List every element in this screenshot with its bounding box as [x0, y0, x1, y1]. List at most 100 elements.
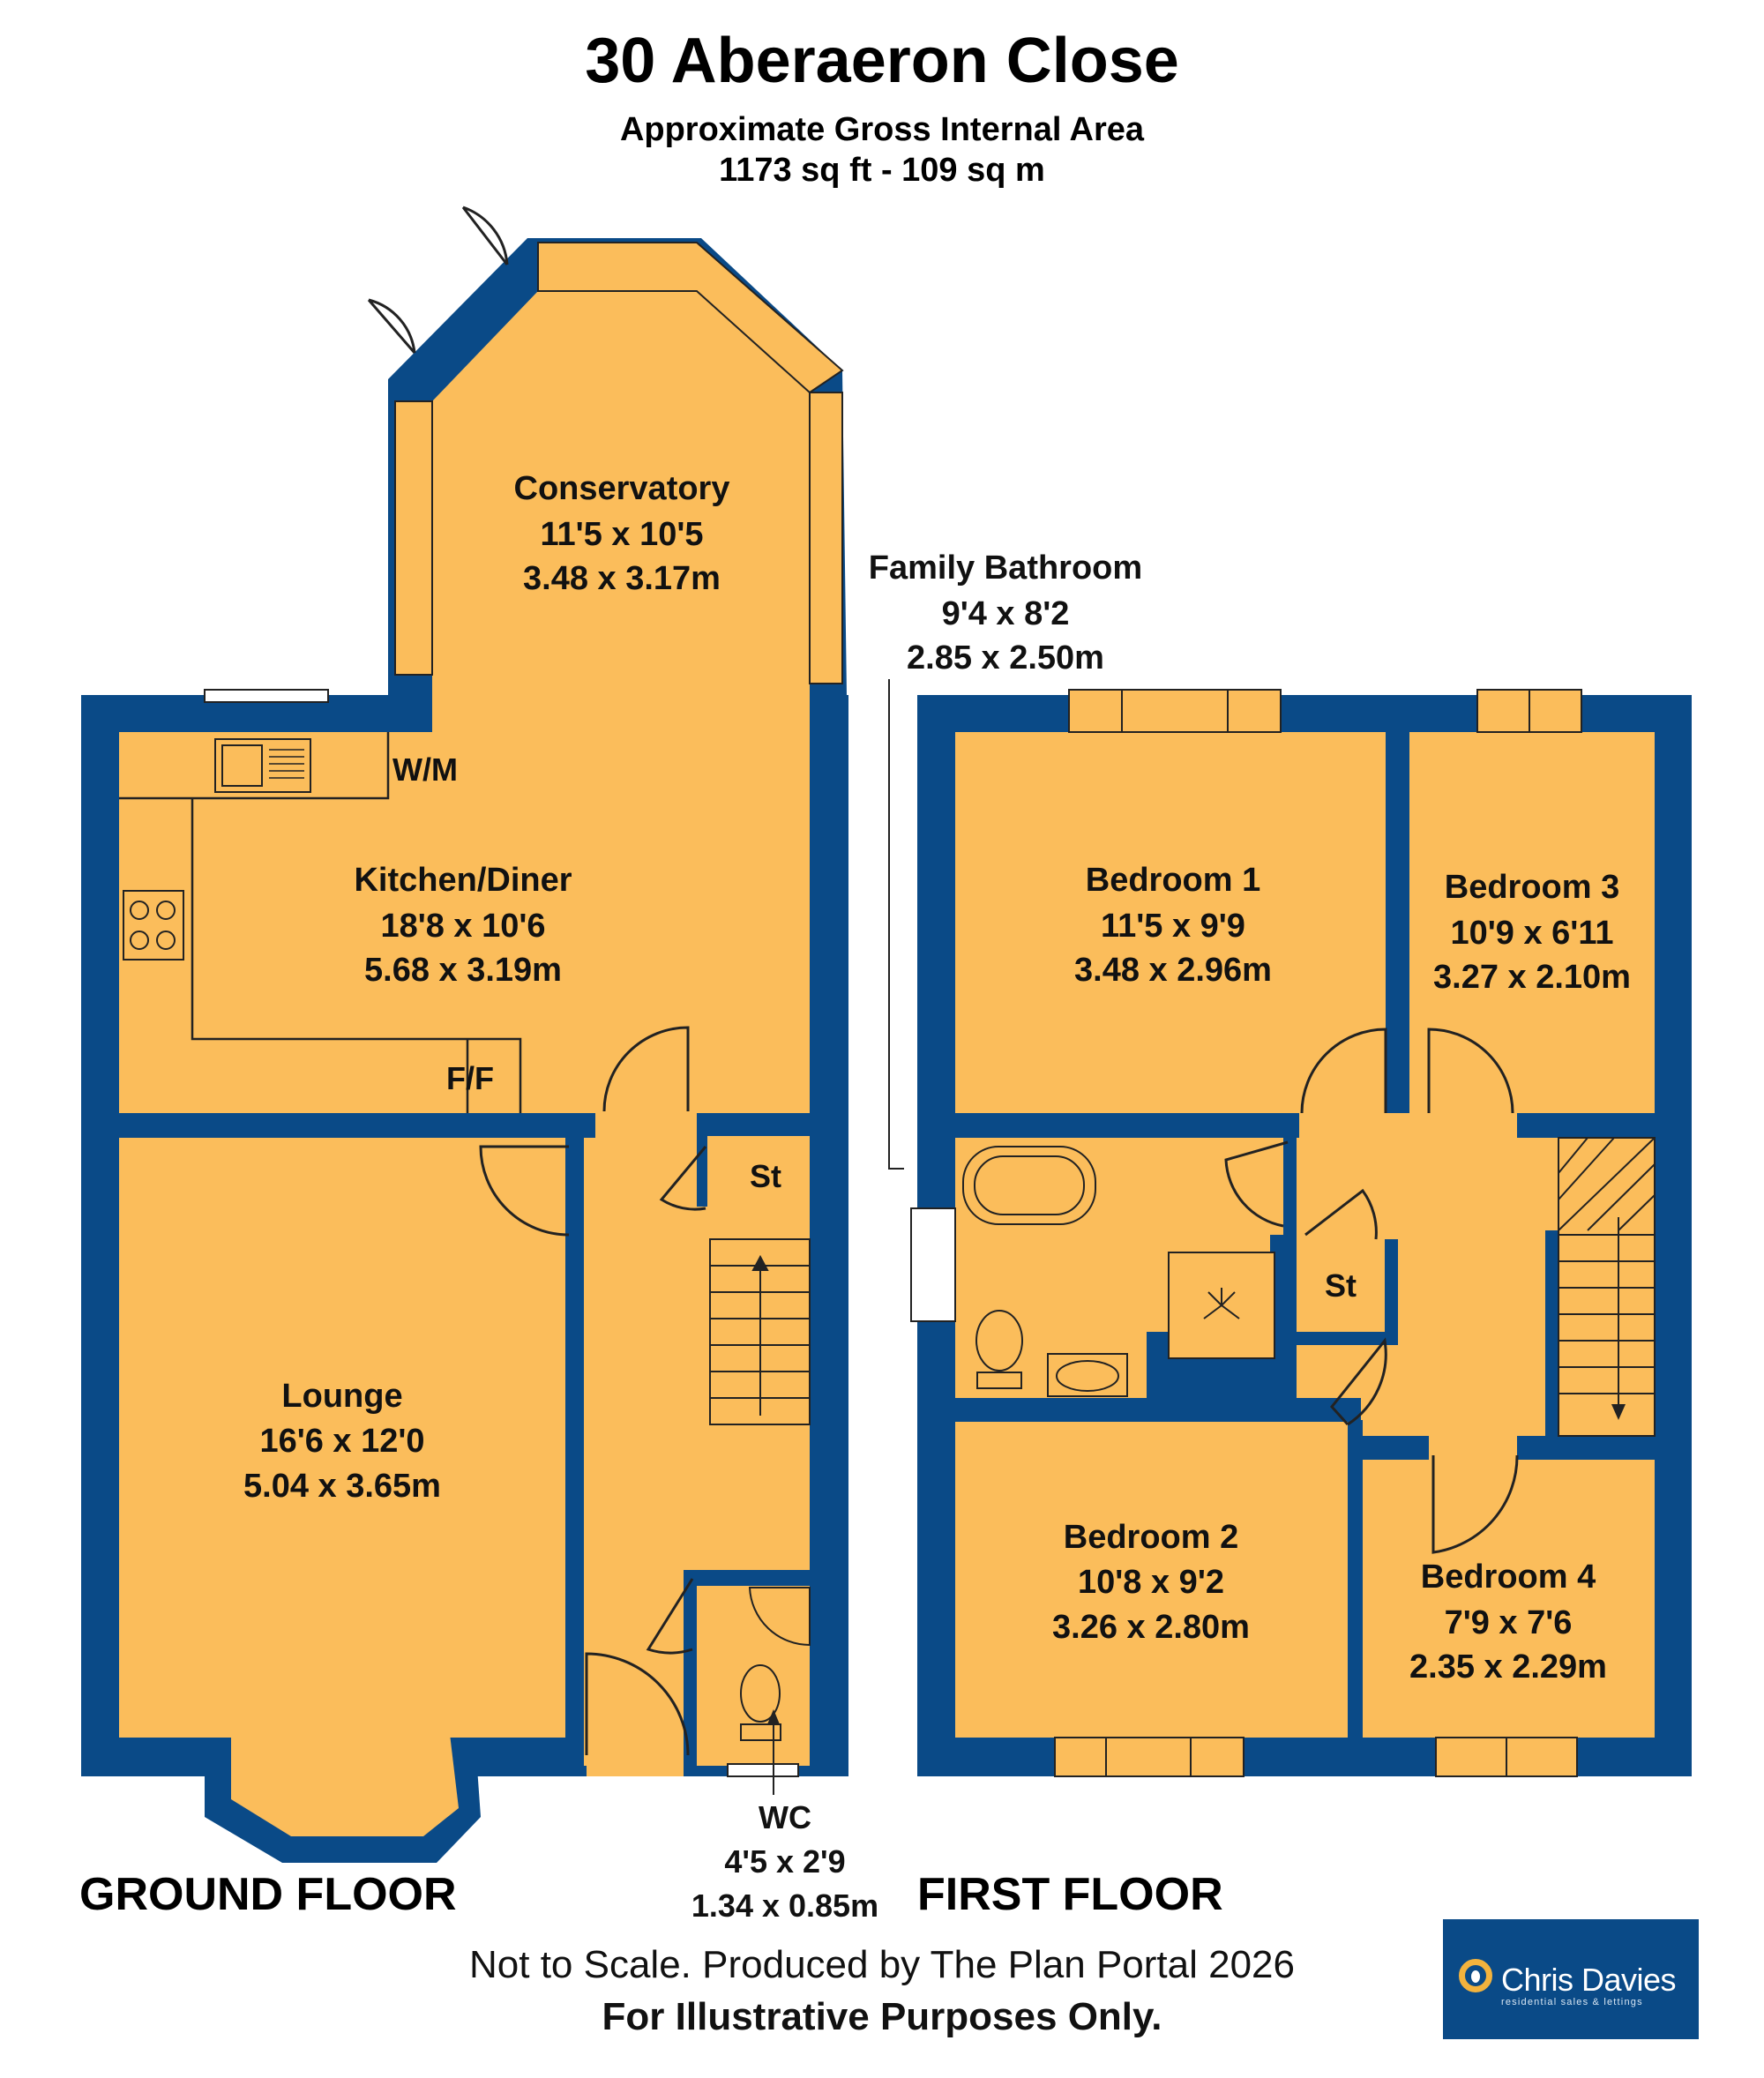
wc-side-wall: [684, 1570, 697, 1773]
bedroom1-floor: [955, 732, 1386, 1113]
kitchen-worktop: [119, 732, 522, 1113]
bedroom2-door: [1330, 1337, 1387, 1426]
lounge-name: Lounge: [281, 1378, 402, 1415]
area-subtitle: Approximate Gross Internal Area: [619, 111, 1145, 148]
bedroom1-name: Bedroom 1: [1086, 862, 1260, 899]
wc-metric: 1.34 x 0.85m: [691, 1887, 878, 1924]
bedroom1-metric: 3.48 x 2.96m: [1074, 952, 1272, 989]
store-side-wall: [697, 1136, 707, 1207]
bath-tub: [962, 1146, 1096, 1225]
kitchen-name: Kitchen/Diner: [354, 862, 572, 899]
logo-name: Chris Davies: [1501, 1962, 1677, 1998]
bedroom1-window: [1068, 689, 1282, 733]
fridge-label: F/F: [446, 1060, 494, 1096]
gross-area: 1173 sq ft - 109 sq m: [719, 152, 1045, 189]
kitchen-floor: [119, 732, 810, 1113]
kitchen-lounge-wall: [119, 1113, 595, 1138]
bed3-landing-wall: [1517, 1113, 1655, 1138]
bedroom2-floor: [955, 1422, 1348, 1738]
conservatory-door-left: [367, 298, 416, 354]
footer-illustrative: For Illustrative Purposes Only.: [602, 1995, 1162, 2038]
wc-toilet: [740, 1664, 781, 1723]
hall-door-gap: [587, 1755, 684, 1776]
bath-bed2-wall: [955, 1398, 1361, 1422]
conservatory-left-window: [394, 400, 433, 676]
bedroom3-imperial: 10'9 x 6'11: [1450, 915, 1613, 952]
landing-floor: [1297, 1113, 1655, 1460]
bedroom3-door: [1427, 1028, 1514, 1114]
first-floor-label: FIRST FLOOR: [917, 1869, 1223, 1920]
lounge-door: [479, 1145, 570, 1237]
bathroom-metric: 2.85 x 2.50m: [907, 639, 1104, 676]
bedroom1-door: [1300, 1028, 1387, 1114]
front-door: [585, 1652, 690, 1756]
agent-logo: Chris Davies residential sales & letting…: [1443, 1919, 1699, 2039]
bathroom-imperial: 9'4 x 8'2: [942, 595, 1070, 632]
hob-rings: [130, 901, 176, 950]
bedroom2-name: Bedroom 2: [1064, 1519, 1238, 1556]
bathroom-window: [910, 1207, 956, 1322]
bedroom4-floor: [1363, 1460, 1655, 1738]
bedroom1-imperial: 11'5 x 9'9: [1101, 908, 1245, 945]
bed4-top-wall-right: [1517, 1436, 1655, 1460]
ground-floor-plan: W/M F/F St Conservatory 11'5 x 10'5 3.48…: [81, 206, 878, 1924]
kitchen-imperial: 18'8 x 10'6: [380, 908, 545, 945]
ground-floor-label: GROUND FLOOR: [79, 1869, 457, 1920]
lounge-imperial: 16'6 x 12'0: [259, 1423, 424, 1460]
store-door-first: [1304, 1188, 1378, 1240]
bed4-top-wall: [1363, 1436, 1429, 1460]
lounge-metric: 5.04 x 3.65m: [243, 1468, 441, 1505]
property-title: 30 Aberaeron Close: [585, 26, 1179, 96]
wc-door: [646, 1578, 694, 1655]
conservatory-metric: 3.48 x 3.17m: [523, 560, 721, 597]
bedroom2-window: [1054, 1737, 1245, 1777]
lounge-bay-floor: [231, 1734, 459, 1836]
ground-store-label: St: [750, 1158, 781, 1194]
sink-bowl: [221, 744, 263, 787]
conservatory-floor: [432, 291, 810, 732]
bedroom4-imperial: 7'9 x 7'6: [1445, 1604, 1573, 1641]
wc-pointer-head: [767, 1709, 780, 1724]
ground-floor-stairs: [709, 1238, 811, 1425]
bedroom2-metric: 3.26 x 2.80m: [1052, 1609, 1250, 1646]
conservatory-right-window: [809, 392, 843, 684]
stairs-left-wall: [1545, 1230, 1558, 1436]
bedroom2-imperial: 10'8 x 9'2: [1078, 1564, 1224, 1601]
wc-name: WC: [759, 1799, 811, 1835]
first-store-label: St: [1325, 1267, 1357, 1304]
first-floor-stairs: [1558, 1137, 1656, 1437]
bed1-bed3-wall: [1386, 732, 1409, 1113]
bathroom-name: Family Bathroom: [869, 549, 1142, 587]
lounge-floor: [119, 1138, 565, 1738]
conservatory-door-right: [461, 206, 509, 265]
wc-basin: [748, 1587, 811, 1647]
conservatory-left-wall: [392, 679, 432, 732]
kitchen-window: [204, 689, 329, 703]
bath-store-wall: [1283, 1230, 1297, 1345]
bedroom3-floor: [1409, 732, 1655, 1113]
washer-label: W/M: [392, 751, 458, 788]
logo-ring-icon: [1459, 1959, 1492, 1992]
bedroom3-metric: 3.27 x 2.10m: [1433, 959, 1631, 996]
conservatory-top-window: [537, 242, 844, 394]
store-wall: [697, 1113, 810, 1136]
store-door: [659, 1146, 707, 1211]
bathroom-pointer: [888, 679, 904, 1170]
stairs-arrow: [1611, 1404, 1626, 1420]
kitchen-door: [602, 1026, 690, 1112]
bathroom-toilet: [975, 1310, 1023, 1372]
first-floor-plan: St Family Bathroom 9'4 x 8'2 2.85 x 2.50…: [869, 549, 1692, 1777]
shower-drain: [1203, 1288, 1240, 1319]
bed2-bed4-wall: [1348, 1438, 1363, 1738]
bedroom4-door: [1431, 1454, 1519, 1554]
conservatory-name: Conservatory: [514, 470, 730, 507]
bed1-bath-wall: [955, 1113, 1299, 1138]
bathroom-cistern: [976, 1372, 1022, 1389]
bathroom-door: [1224, 1140, 1289, 1228]
kitchen-metric: 5.68 x 3.19m: [364, 952, 562, 989]
bathroom-basin-bowl: [1056, 1360, 1119, 1392]
wc-cistern: [740, 1723, 781, 1741]
bedroom3-name: Bedroom 3: [1445, 869, 1619, 906]
